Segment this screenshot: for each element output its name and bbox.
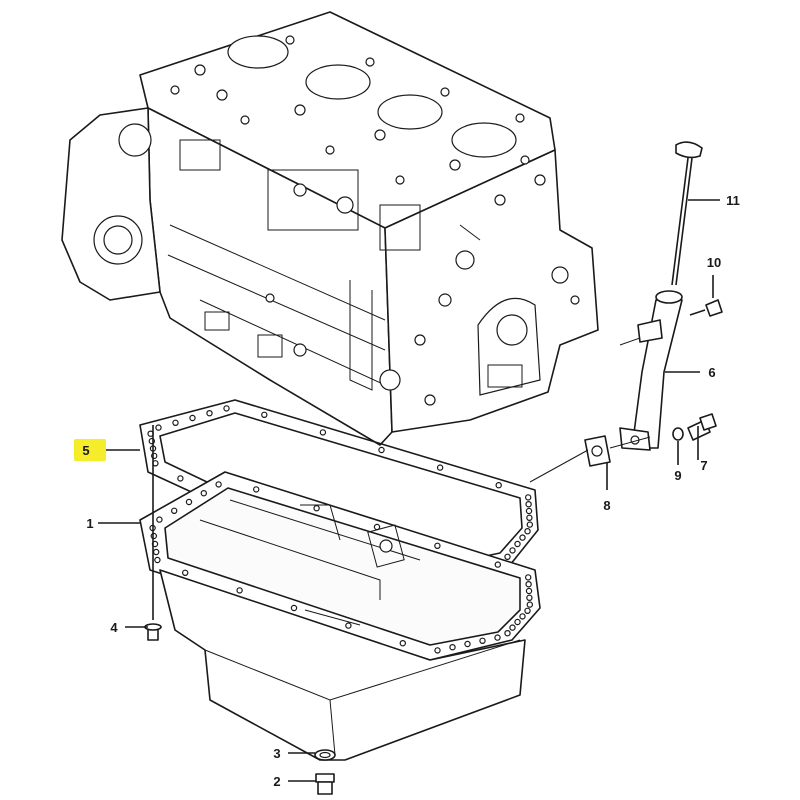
callout-8[interactable]: 8 bbox=[603, 498, 610, 513]
bolt-hole bbox=[206, 410, 213, 417]
callout-6[interactable]: 6 bbox=[708, 365, 715, 380]
bolt-hole bbox=[215, 481, 222, 488]
callout-2[interactable]: 2 bbox=[273, 774, 280, 789]
bolt-hole bbox=[525, 574, 532, 581]
seal-ring bbox=[314, 749, 336, 761]
drain-plug bbox=[315, 773, 335, 795]
bolt-hole bbox=[434, 647, 441, 654]
bolt-4 bbox=[144, 425, 162, 641]
bolt-hole bbox=[525, 587, 533, 595]
bolt-hole bbox=[154, 556, 161, 564]
callout-1[interactable]: 1 bbox=[86, 516, 93, 531]
bolt-hole bbox=[236, 587, 243, 594]
bolt-hole bbox=[495, 482, 502, 489]
callout-5[interactable]: 5 bbox=[82, 443, 89, 458]
bolt-hole bbox=[504, 553, 511, 561]
bolt-hole bbox=[399, 640, 406, 647]
bolt-7 bbox=[687, 413, 717, 441]
callout-3[interactable]: 3 bbox=[273, 746, 280, 761]
bolt-hole bbox=[319, 429, 327, 436]
callout-labels: 5 1 4 3 2 6 7 8 9 10 11 bbox=[82, 193, 739, 789]
bolt-hole bbox=[525, 581, 532, 588]
bolt-hole bbox=[519, 534, 526, 541]
bolt-hole bbox=[152, 548, 160, 556]
callout-7[interactable]: 7 bbox=[700, 458, 707, 473]
bolt-hole bbox=[177, 475, 184, 482]
bolt-hole bbox=[181, 569, 189, 577]
bolt-hole bbox=[189, 414, 196, 422]
bolt-hole bbox=[170, 507, 178, 514]
bolt-hole bbox=[509, 624, 516, 631]
callout-9[interactable]: 9 bbox=[674, 468, 681, 483]
bolt-hole bbox=[172, 419, 179, 426]
bolt-hole bbox=[526, 601, 534, 608]
bolt-hole bbox=[200, 490, 207, 497]
bolt-hole bbox=[526, 521, 534, 528]
bolt-hole bbox=[525, 501, 532, 508]
bolt-hole bbox=[525, 507, 533, 515]
callout-4[interactable]: 4 bbox=[110, 620, 118, 635]
bolt-hole bbox=[524, 528, 531, 535]
bolt-hole bbox=[519, 613, 526, 620]
bolt-hole bbox=[434, 542, 441, 550]
bolt-hole bbox=[514, 618, 521, 626]
bolt-hole bbox=[494, 634, 501, 641]
bolt-hole bbox=[436, 464, 444, 471]
bolt-hole bbox=[526, 594, 533, 602]
bolt-hole bbox=[449, 644, 456, 651]
bolt-hole bbox=[378, 446, 385, 454]
bolt-hole bbox=[525, 494, 532, 501]
bolt-hole bbox=[261, 411, 268, 418]
callout-5-highlight bbox=[74, 439, 106, 461]
bolt-10 bbox=[689, 299, 723, 317]
bolt-hole bbox=[509, 547, 516, 554]
leader-lines bbox=[98, 199, 720, 782]
bolt-hole bbox=[504, 630, 511, 637]
callout-11[interactable]: 11 bbox=[726, 193, 740, 208]
bolt-hole bbox=[479, 637, 486, 645]
dipstick bbox=[671, 141, 703, 286]
engine-block bbox=[61, 11, 599, 446]
tube-gasket bbox=[584, 435, 611, 467]
bolt-hole bbox=[464, 640, 471, 648]
dipstick-tube bbox=[619, 290, 683, 451]
bolt-hole bbox=[156, 516, 163, 523]
bolt-hole bbox=[524, 607, 531, 615]
bolt-hole bbox=[223, 405, 230, 412]
bolt-hole bbox=[494, 561, 501, 568]
bolt-hole bbox=[313, 505, 320, 512]
bolt-hole bbox=[155, 424, 162, 431]
callout-10[interactable]: 10 bbox=[707, 255, 721, 270]
washer bbox=[672, 427, 684, 441]
bolt-hole bbox=[185, 498, 193, 506]
bolt-hole bbox=[290, 604, 298, 612]
bolt-hole bbox=[526, 514, 533, 522]
bolt-hole bbox=[345, 622, 352, 629]
bolt-hole bbox=[373, 523, 381, 531]
bolt-hole bbox=[514, 540, 521, 548]
bolt-hole bbox=[253, 486, 260, 493]
oil-pan bbox=[139, 471, 541, 761]
